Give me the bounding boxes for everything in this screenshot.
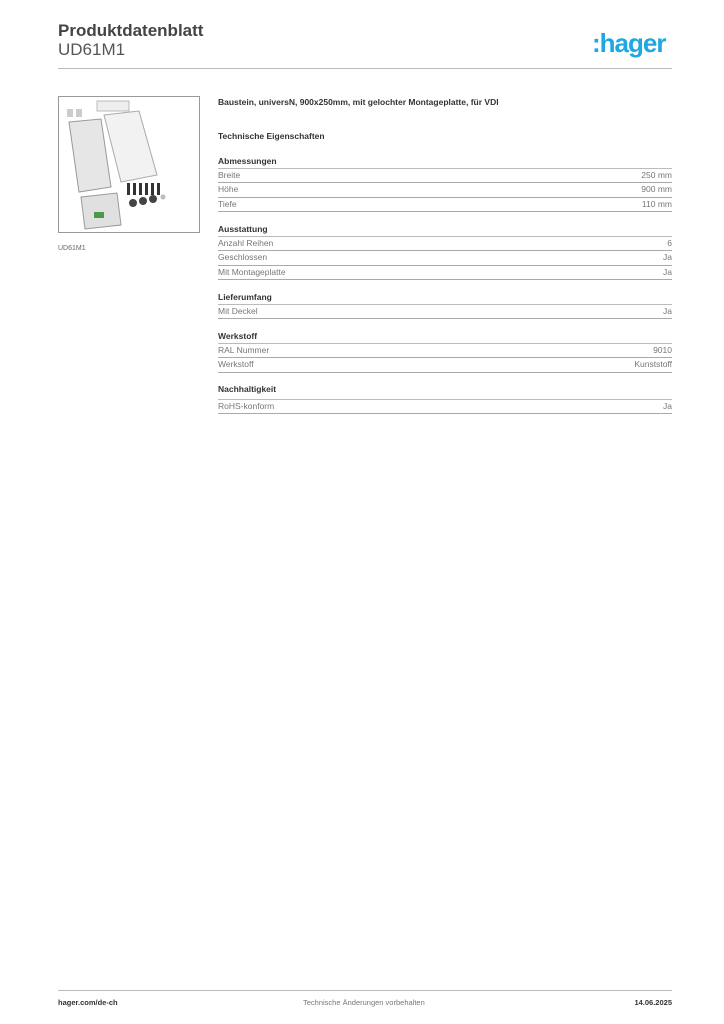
- footer-website-link[interactable]: hager.com/de-ch: [58, 998, 118, 1007]
- row-value: 250 mm: [641, 170, 672, 180]
- row-label: Mit Deckel: [218, 306, 258, 316]
- product-description: Baustein, universN, 900x250mm, mit geloc…: [218, 97, 499, 107]
- table-row: Höhe 900 mm: [218, 183, 672, 198]
- row-label: Werkstoff: [218, 359, 254, 370]
- header-divider: [58, 68, 672, 69]
- table-row: Mit Montageplatte Ja: [218, 266, 672, 280]
- product-image: [58, 96, 200, 233]
- section-title: Nachhaltigkeit: [218, 383, 672, 400]
- section-abmessungen: Abmessungen Breite 250 mm Höhe 900 mm Tief…: [218, 155, 672, 212]
- section-title: Ausstattung: [218, 223, 672, 237]
- footer-notice: Technische Änderungen vorbehalten: [303, 998, 425, 1007]
- section-lieferumfang: Lieferumfang Mit Deckel Ja: [218, 291, 672, 320]
- table-row: RAL Nummer 9010: [218, 344, 672, 359]
- row-label: Breite: [218, 170, 241, 180]
- section-title: Lieferumfang: [218, 291, 672, 305]
- row-label: Geschlossen: [218, 252, 268, 263]
- footer-date: 14.06.2025: [634, 998, 672, 1007]
- section-nachhaltigkeit: Nachhaltigkeit RoHS-konform Ja: [218, 383, 672, 415]
- row-value: Kunststoff: [634, 359, 672, 370]
- table-row: Mit Deckel Ja: [218, 305, 672, 320]
- table-row: Geschlossen Ja: [218, 251, 672, 266]
- table-row: Werkstoff Kunststoff: [218, 358, 672, 373]
- row-value: Ja: [663, 401, 672, 411]
- page-title: Produktdatenblatt: [58, 21, 204, 40]
- technical-properties-heading: Technische Eigenschaften: [218, 131, 325, 141]
- product-code: UD61M1: [58, 40, 126, 59]
- row-value: 110 mm: [641, 198, 672, 209]
- image-caption: UD61M1: [58, 245, 86, 252]
- section-title: Abmessungen: [218, 155, 672, 169]
- footer-divider: [58, 990, 672, 991]
- section-title: Werkstoff: [218, 330, 672, 344]
- row-value: Ja: [663, 306, 672, 316]
- row-label: Mit Montageplatte: [218, 266, 286, 277]
- row-value: 9010: [653, 345, 672, 355]
- row-label: RoHS-konform: [218, 401, 275, 411]
- table-row: Anzahl Reihen 6: [218, 237, 672, 252]
- row-label: Höhe: [218, 184, 239, 195]
- row-value: 6: [667, 238, 672, 248]
- row-label: Tiefe: [218, 198, 237, 209]
- row-label: RAL Nummer: [218, 345, 270, 355]
- row-value: Ja: [663, 266, 672, 277]
- hager-logo: :hager: [592, 28, 666, 58]
- row-value: 900 mm: [641, 184, 672, 195]
- row-label: Anzahl Reihen: [218, 238, 274, 248]
- product-parts-illustration: [67, 100, 166, 230]
- table-row: RoHS-konform Ja: [218, 400, 672, 415]
- table-row: Breite 250 mm: [218, 169, 672, 184]
- table-row: Tiefe 110 mm: [218, 198, 672, 212]
- row-value: Ja: [663, 252, 672, 263]
